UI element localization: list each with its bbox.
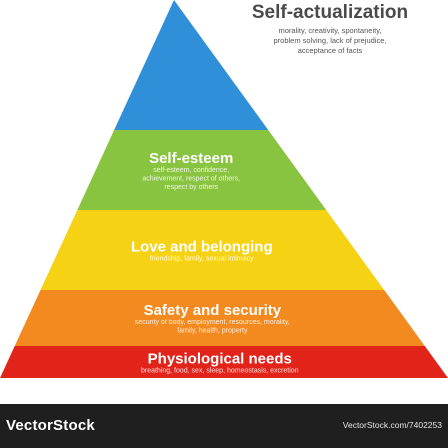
tier-desc-self-esteem-line: achievement, respect of others,: [142, 175, 240, 182]
tier-desc-safety-and-security-line: family, health, property: [177, 328, 248, 335]
tier-desc-self-esteem-line: respect by others: [164, 184, 218, 191]
brand-logo-text: VectorStock: [6, 417, 95, 434]
tier-title-self-esteem: Self-esteem: [149, 150, 233, 167]
tier-desc-love-and-belonging-line: friendship, family, sexual intimacy: [150, 255, 254, 262]
tier-love-and-belonging: [40, 210, 385, 290]
maslow-pyramid: Self-actualization morality, creativity, …: [0, 0, 448, 378]
watermark-footer: VectorStock VectorStock.com/7402253: [0, 404, 448, 448]
tier-desc-safety-and-security-line: security of body, employment, resources,…: [135, 319, 290, 326]
tier-desc-self-actualization-line: morality, creativity, spontaneity,: [279, 26, 382, 35]
tier-title-safety-and-security: Safety and security: [144, 302, 282, 319]
tier-safety-and-security: [14, 290, 425, 346]
source-url: VectorStock.com/7402253: [342, 420, 442, 430]
tier-self-actualization: [114, 0, 269, 130]
tier-desc-self-actualization-line: acceptance of facts: [298, 46, 363, 55]
tier-self-esteem: [77, 130, 327, 210]
tier-desc-physiological-needs-line: breathing, food, sex, sleep, homeostasis…: [141, 367, 299, 374]
tier-title-self-actualization: Self-actualization: [252, 2, 408, 23]
tier-desc-self-actualization-line: problem solving, lack of prejudice,: [274, 36, 387, 45]
tier-title-physiological-needs: Physiological needs: [148, 350, 292, 367]
tier-title-love-and-belonging: Love and belonging: [131, 238, 273, 255]
tier-physiological-needs: [0, 346, 448, 378]
tier-desc-self-esteem-line: self-esteem, confidence,: [153, 167, 229, 174]
